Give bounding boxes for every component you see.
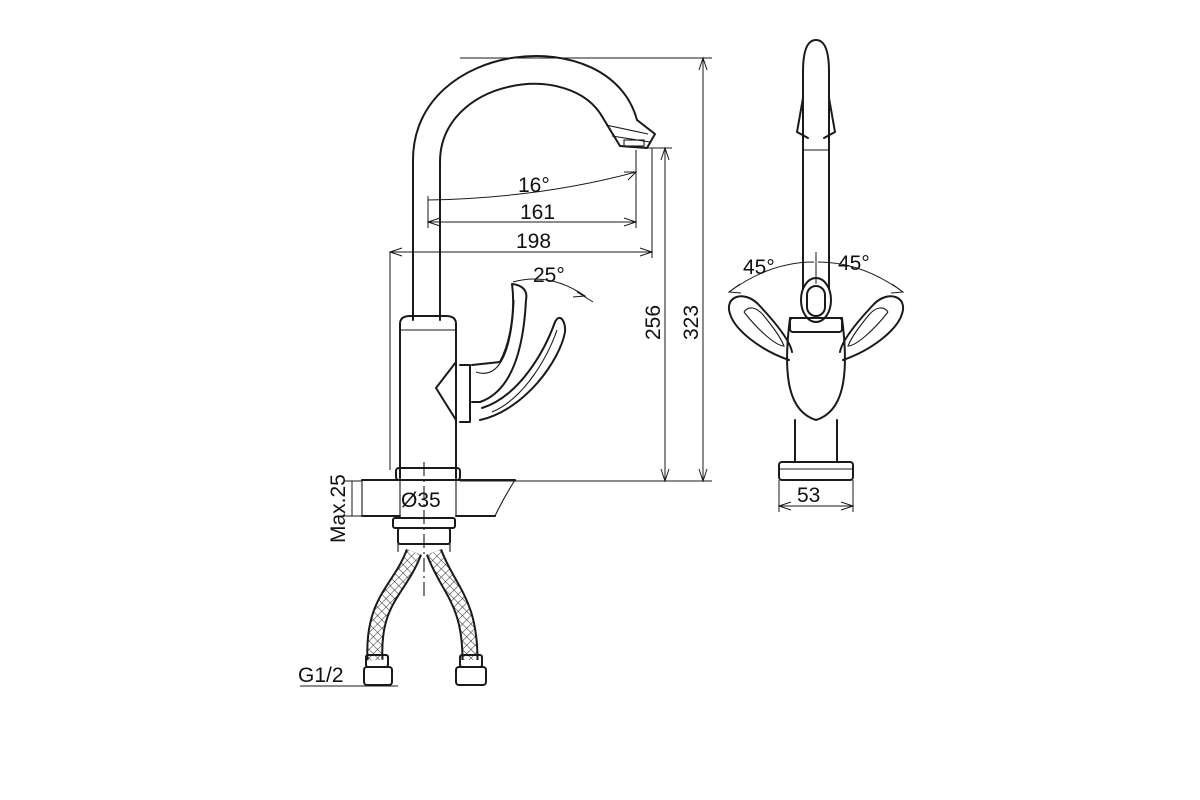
angle-spout-label: 16°: [518, 174, 550, 197]
front-dimension-lines: [727, 252, 905, 512]
height-323-label: 323: [680, 305, 703, 340]
diameter-label: Ø35: [401, 489, 441, 512]
angle-right-label: 45°: [838, 252, 870, 275]
spout: [412, 54, 656, 321]
faucet-body: [395, 315, 471, 481]
thread-label: G1/2: [298, 664, 344, 687]
flexible-hoses: [363, 548, 487, 686]
angle-left-label: 45°: [743, 256, 775, 279]
mounting-nut: [392, 462, 456, 600]
height-256-label: 256: [642, 305, 665, 340]
front-spout: [796, 39, 836, 289]
front-body: [727, 277, 905, 481]
body-width-label: 53: [797, 484, 820, 507]
max-thickness-label: Max.25: [327, 474, 350, 543]
reach-198-label: 198: [516, 230, 551, 253]
side-dimension-lines: [300, 56, 712, 687]
side-view: 16° 161 198 25° 256 323 Max.25 Ø35 G1/2: [298, 54, 712, 687]
reach-161-label: 161: [520, 201, 555, 224]
front-view: 45° 45° 53: [727, 39, 905, 512]
angle-lever-label: 25°: [533, 264, 565, 287]
lever-handle: [471, 283, 567, 421]
